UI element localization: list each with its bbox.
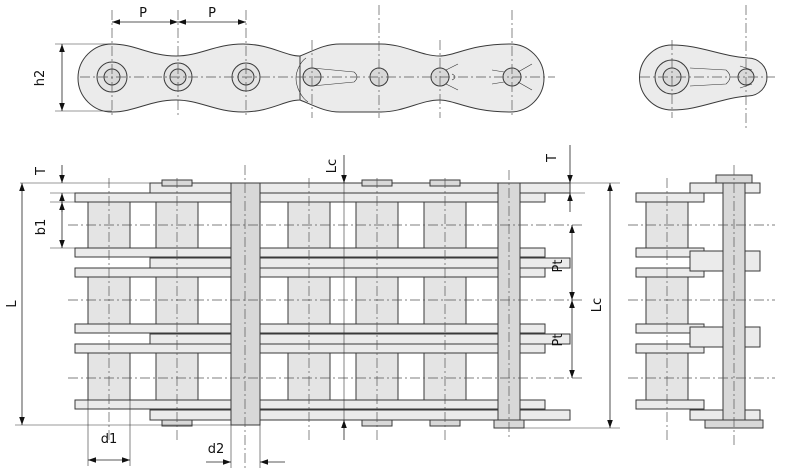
inner-width-label: b1 bbox=[34, 219, 49, 236]
connecting-length-label-right: Lc bbox=[590, 298, 605, 312]
roller-diameter-label: d1 bbox=[101, 432, 118, 447]
overall-length-label: L bbox=[5, 300, 20, 308]
pin-diameter-label: d2 bbox=[208, 442, 225, 457]
link-detail-view bbox=[639, 5, 775, 130]
thickness-label-left: T bbox=[34, 167, 49, 176]
transverse-pitch-dimension-2: Pt bbox=[551, 300, 575, 378]
connecting-link-section-view bbox=[628, 165, 775, 445]
plate-height-label: h2 bbox=[33, 70, 48, 87]
inner-width-dimension: b1 bbox=[34, 201, 88, 249]
chain-side-view bbox=[77, 5, 555, 118]
plate-height-dimension: h2 bbox=[33, 43, 112, 112]
pitch-dimension-2: P bbox=[178, 6, 246, 25]
plate-thickness-dimension-right: T bbox=[520, 145, 620, 212]
chain-plan-view bbox=[68, 165, 585, 470]
transverse-pitch-label-1: Pt bbox=[551, 260, 566, 273]
thickness-label-right: T bbox=[545, 154, 560, 163]
overall-length-dimension: L bbox=[5, 183, 231, 426]
transverse-pitch-dimension-1: Pt bbox=[551, 225, 575, 300]
pitch-label-1: P bbox=[139, 6, 147, 21]
pitch-dimension-1: P bbox=[112, 6, 178, 25]
pitch-label-2: P bbox=[208, 6, 216, 21]
pin-diameter-dimension: d2 bbox=[206, 425, 285, 468]
connecting-length-dimension-center: Lc bbox=[325, 155, 347, 440]
connecting-length-dimension-right: Lc bbox=[524, 183, 620, 429]
transverse-pitch-label-2: Pt bbox=[551, 334, 566, 347]
roller-diameter-dimension: d1 bbox=[87, 400, 131, 466]
connecting-length-label-center: Lc bbox=[325, 159, 340, 173]
